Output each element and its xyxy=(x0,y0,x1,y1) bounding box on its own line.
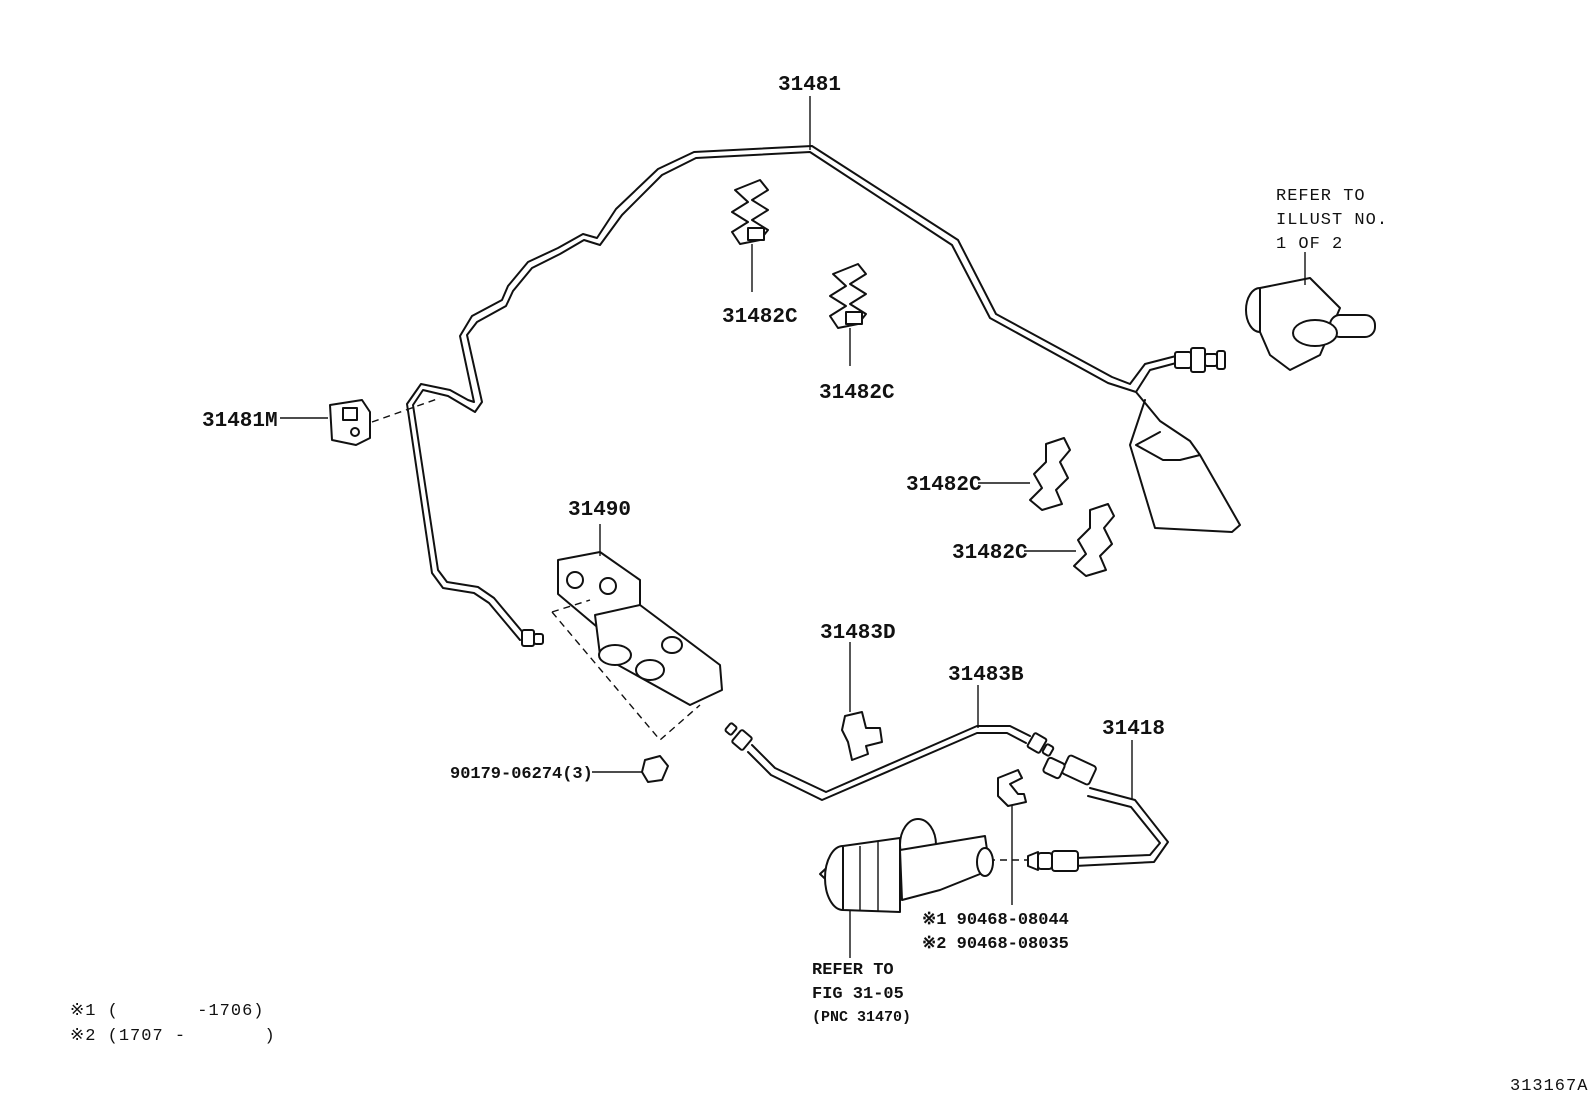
refer-illust-line-1: REFER TO xyxy=(1276,187,1366,206)
label-31418: 31418 xyxy=(1102,718,1165,741)
clutch-tube-31481 xyxy=(406,145,1241,641)
label-31482c-1: 31482C xyxy=(722,306,798,329)
figure-id: 313167A xyxy=(1510,1077,1588,1096)
clip-31482c-3 xyxy=(978,437,1071,511)
release-cylinder-ref xyxy=(819,818,994,958)
clutch-tube-31483b xyxy=(724,685,1055,801)
label-90468-1: ※1 90468-08044 xyxy=(922,911,1069,930)
refer-illust-line-2: ILLUST NO. xyxy=(1276,211,1388,230)
label-31482c-4: 31482C xyxy=(952,542,1028,565)
clamp-31481m xyxy=(280,397,441,446)
refer-fig-note: REFER TO FIG 31-05 (PNC 31470) xyxy=(812,961,911,1026)
footnotes: ※1 ( -1706) ※2 (1707 - ) xyxy=(70,1002,276,1046)
clip-90468 xyxy=(988,769,1038,905)
clip-31482c-4 xyxy=(1024,503,1115,577)
refer-fig-line-3: (PNC 31470) xyxy=(812,1009,911,1026)
refer-illust-line-3: 1 OF 2 xyxy=(1276,235,1343,254)
clip-31483d xyxy=(841,642,883,761)
clutch-hose-31418 xyxy=(1027,740,1169,872)
clip-31482c-2 xyxy=(829,263,867,366)
label-31481: 31481 xyxy=(778,74,841,97)
refer-fig-line-1: REFER TO xyxy=(812,961,894,980)
label-31490: 31490 xyxy=(568,499,631,522)
master-cylinder-ref xyxy=(1245,252,1376,371)
fitting-bracket-inlet xyxy=(521,629,544,647)
refer-fig-line-2: FIG 31-05 xyxy=(812,985,904,1004)
bracket-31490 xyxy=(551,524,723,741)
label-90468-2: ※2 90468-08035 xyxy=(922,935,1069,954)
label-31483d: 31483D xyxy=(820,622,896,645)
footnote-1: ※1 ( -1706) xyxy=(70,1002,264,1021)
refer-illust-note: REFER TO ILLUST NO. 1 OF 2 xyxy=(1276,187,1388,254)
label-31481m: 31481M xyxy=(202,410,278,433)
clip-31482c-1 xyxy=(731,179,769,292)
label-31482c-3: 31482C xyxy=(906,474,982,497)
label-31482c-2: 31482C xyxy=(819,382,895,405)
tube-fitting-right xyxy=(1174,347,1226,373)
label-90179: 90179-06274(3) xyxy=(450,765,593,784)
label-31483b: 31483B xyxy=(948,664,1024,687)
footnote-2: ※2 (1707 - ) xyxy=(70,1027,276,1046)
nut-90179 xyxy=(592,755,669,783)
